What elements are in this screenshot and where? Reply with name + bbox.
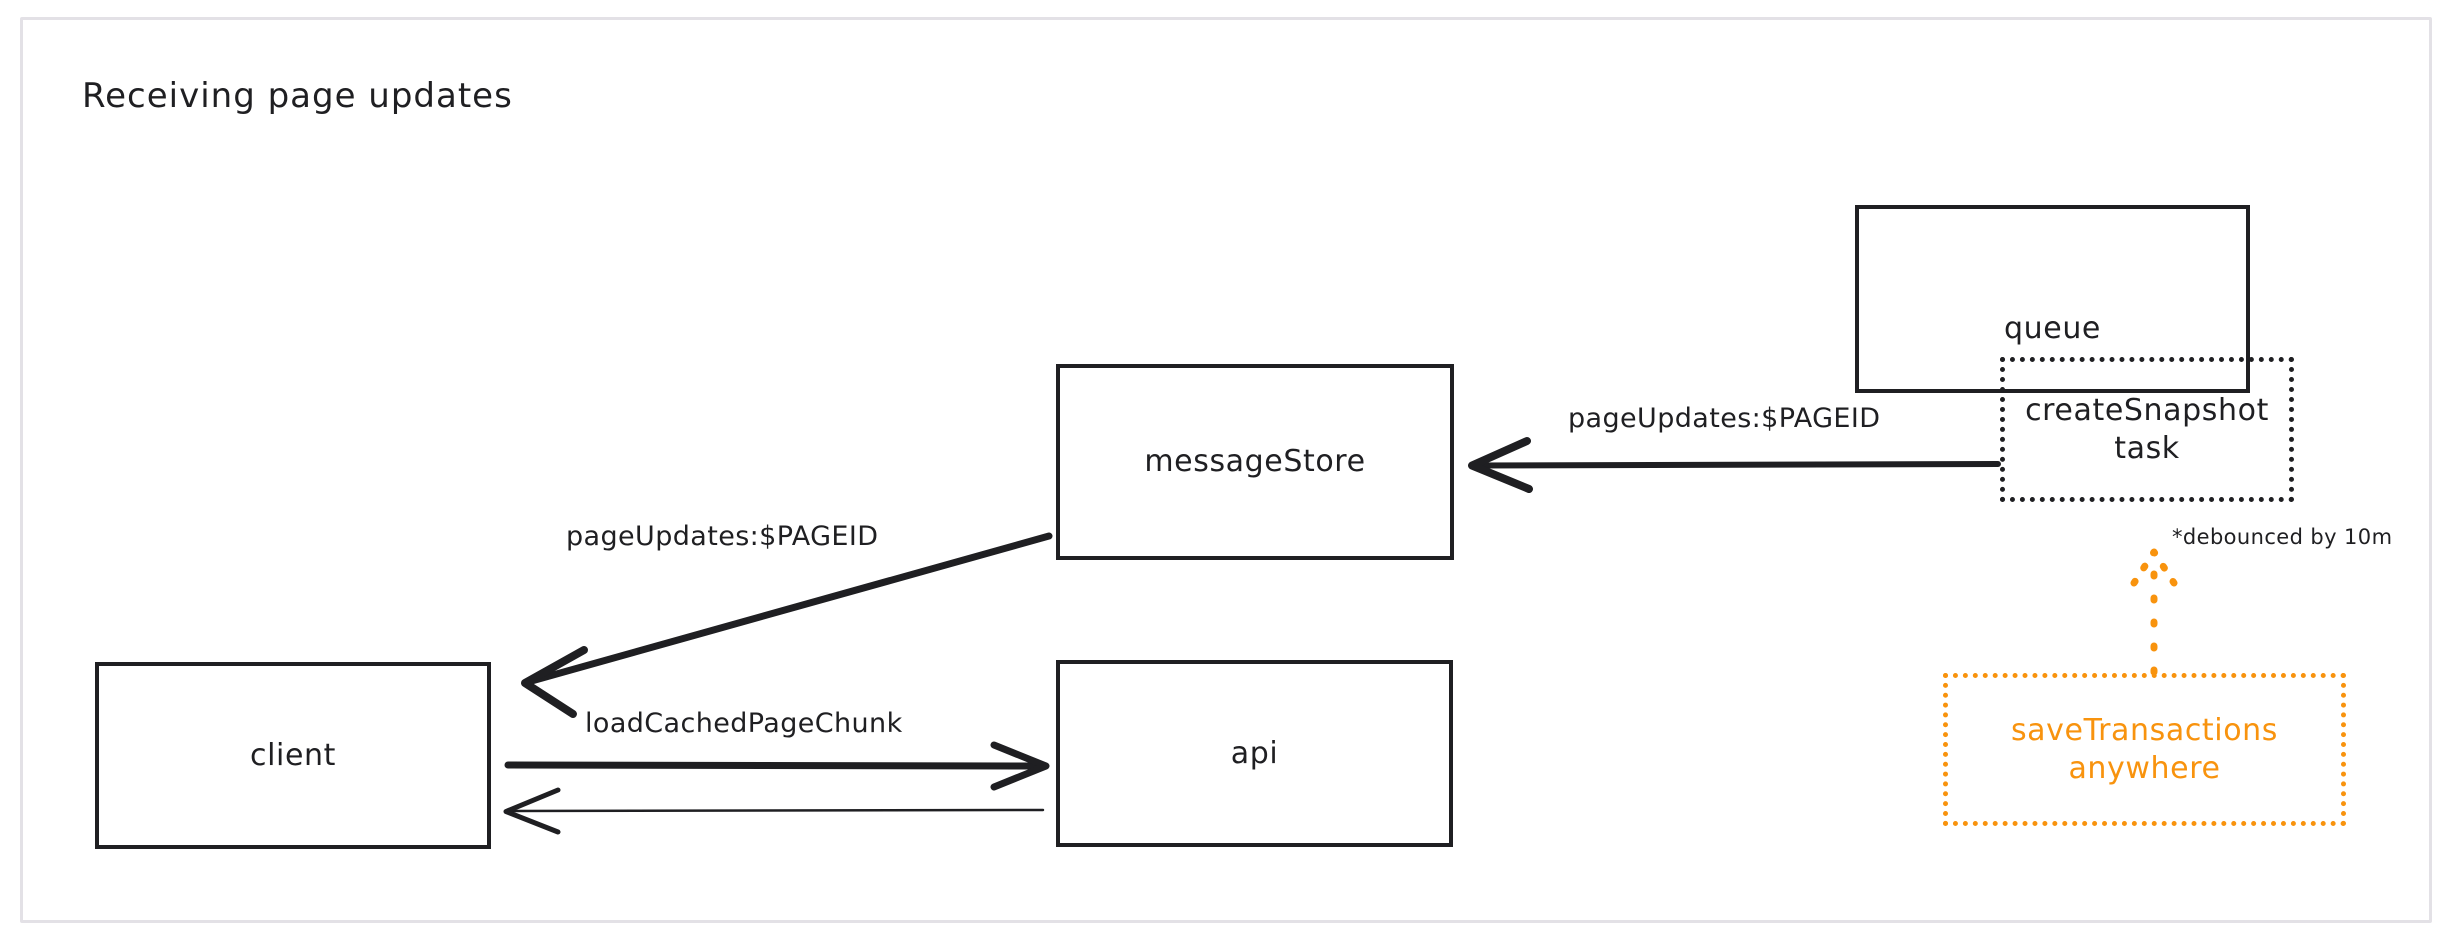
node-api[interactable]: api xyxy=(1056,660,1453,847)
edge-label-load-cached-page-chunk: loadCachedPageChunk xyxy=(585,708,903,739)
node-message-store[interactable]: messageStore xyxy=(1056,364,1454,560)
annotation-debounced: *debounced by 10m xyxy=(2172,525,2393,549)
node-client-label: client xyxy=(250,737,336,773)
node-message-store-label: messageStore xyxy=(1144,444,1366,480)
node-client[interactable]: client xyxy=(95,662,491,849)
node-api-label: api xyxy=(1230,735,1279,771)
node-save-transactions-anywhere-label: saveTransactions anywhere xyxy=(2010,713,2279,786)
edge-label-page-updates-right: pageUpdates:$PAGEID xyxy=(1568,403,1881,434)
edge-label-page-updates-left: pageUpdates:$PAGEID xyxy=(566,521,879,552)
node-create-snapshot-task-label: createSnapshot task xyxy=(2025,393,2269,466)
page-title: Receiving page updates xyxy=(82,76,513,116)
node-queue-label: queue xyxy=(2004,311,2101,347)
node-save-transactions-anywhere[interactable]: saveTransactions anywhere xyxy=(1943,673,2346,826)
node-create-snapshot-task[interactable]: createSnapshot task xyxy=(2000,357,2294,502)
